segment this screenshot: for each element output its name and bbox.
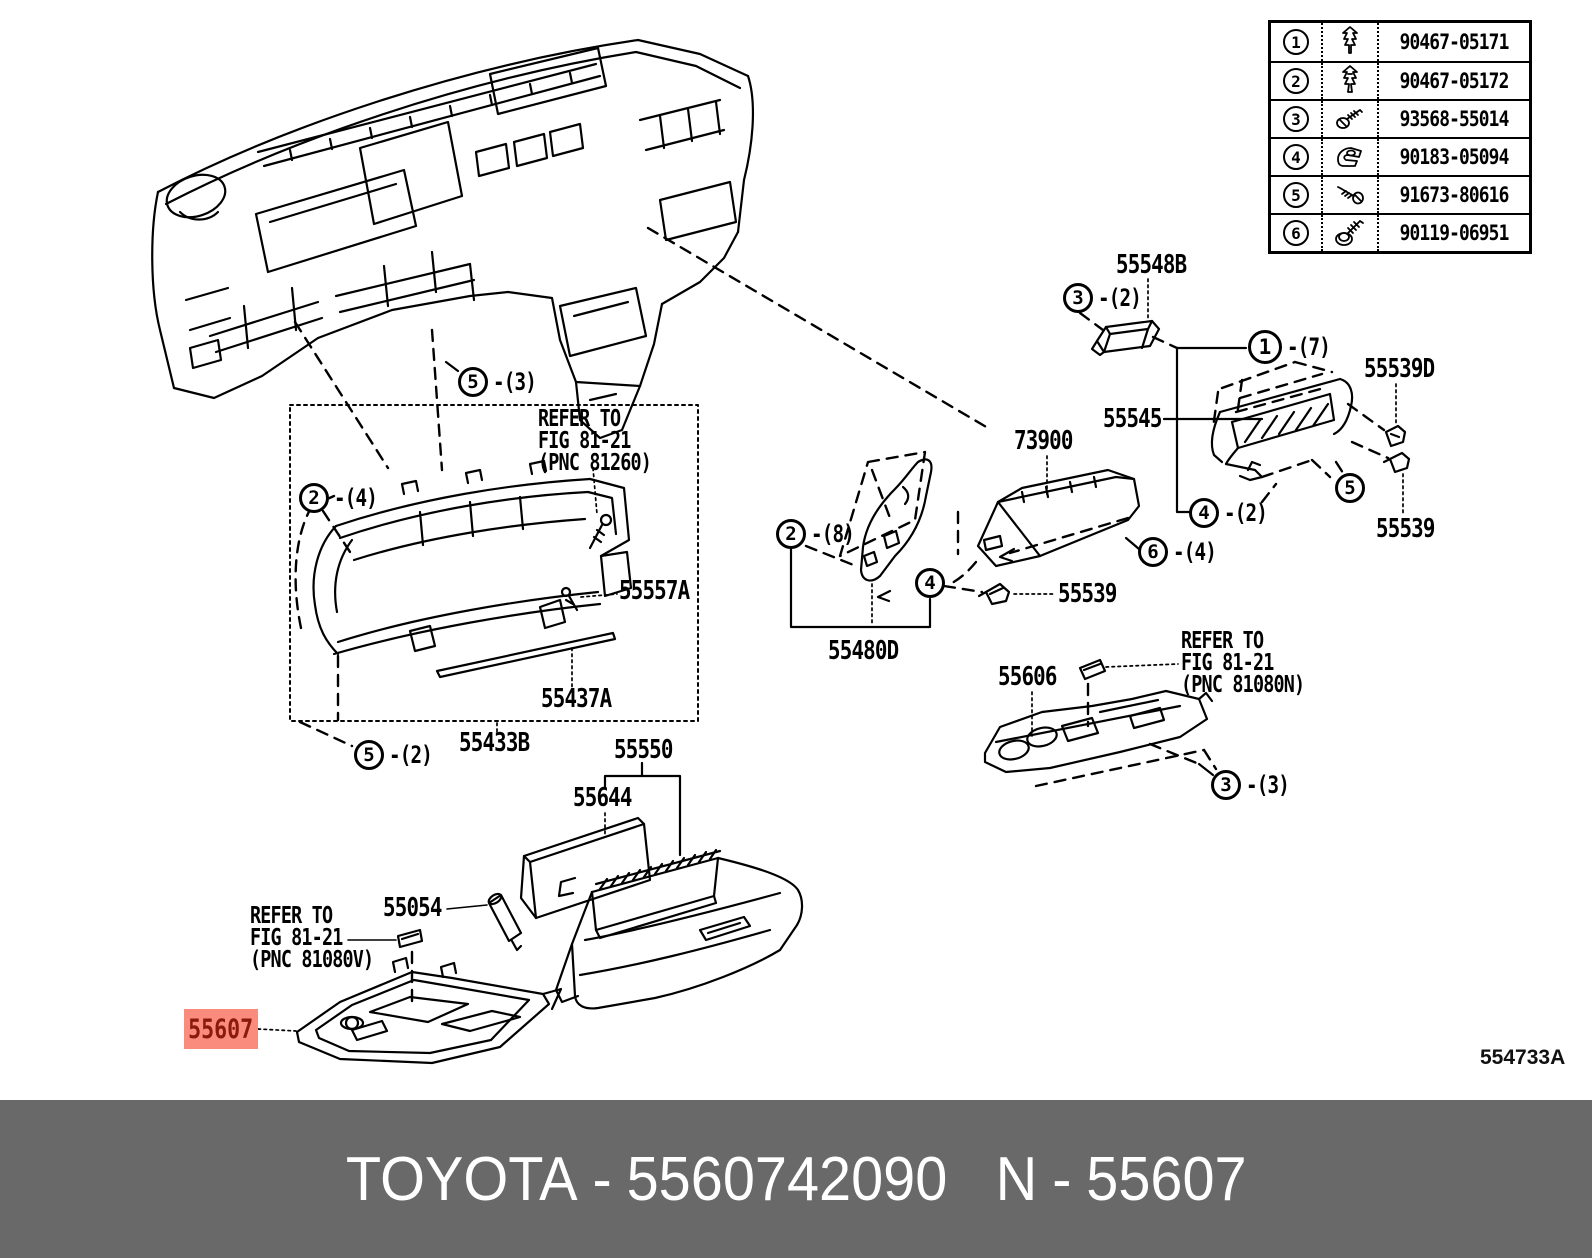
part-label-55539d[interactable]: 55539D [1364,354,1435,384]
seal-strip-55437A-drawing [435,631,617,679]
clip-55539-center-drawing [977,582,1011,606]
part-label-55480d[interactable]: 55480D [828,636,899,666]
fastener-index: 5 [1283,182,1309,208]
pad-55644-drawing [519,816,652,920]
dotted-leaders [257,278,1404,1032]
glove-box-door-drawing [554,848,804,1010]
fastener-row[interactable]: 1 90467-05171 [1271,23,1529,61]
part-label-55433b[interactable]: 55433B [459,728,530,758]
clip-55539D-drawing [1384,424,1407,448]
refer-note-81260: REFER TO FIG 81-21 (PNC 81260) [538,406,652,476]
diagram-art [151,38,1411,1065]
clip-81080n-drawing [1078,658,1107,681]
refer-note-81080v: REFER TO FIG 81-21 (PNC 81080V) [250,903,374,973]
instrument-panel-drawing [151,38,754,440]
screw-icon [1334,179,1366,211]
fastener-row[interactable]: 6 90119-06951 [1271,213,1529,251]
part-label-55550[interactable]: 55550 [614,735,673,765]
callout-5-box[interactable]: 5-(2) [354,740,443,770]
fastener-index: 2 [1283,68,1309,94]
part-label-55539-center[interactable]: 55539 [1058,579,1117,609]
footer-banner: TOYOTA-5560742090 N-55607 [0,1100,1592,1258]
clip-icon [1335,23,1365,61]
diagram-code: 554733A [1480,1046,1566,1069]
fastener-table: 1 90467-05171 2 90467-05172 3 93568-5501… [1268,20,1532,254]
detail-box-outline [289,404,699,722]
lower-panel-55607-drawing [295,956,563,1065]
callout-4-right[interactable]: 4-(2) [1189,498,1278,528]
part-label-55545[interactable]: 55545 [1103,404,1162,434]
part-label-55557a[interactable]: 55557A [619,576,690,606]
part-label-73900[interactable]: 73900 [1014,426,1073,456]
fastener-index: 6 [1283,220,1309,246]
callout-2-box[interactable]: 2-(4) [299,483,388,513]
fastener-index: 1 [1283,29,1309,55]
housing-55545-drawing [1210,360,1390,504]
bracket-55548B-drawing [1090,319,1161,357]
fastener-row[interactable]: 3 93568-55014 [1271,99,1529,137]
fastener-part-number: 90183-05094 [1399,145,1510,169]
part-label-55644[interactable]: 55644 [573,783,632,813]
clip-81080v-drawing [396,928,424,949]
fastener-row[interactable]: 2 90467-05172 [1271,61,1529,99]
bracket-lines [347,346,1264,941]
callout-1[interactable]: 1-(7) [1248,330,1341,364]
screw-icon [1334,101,1366,137]
exploded-view-dashed-lines [293,226,1218,1007]
callout-5-right[interactable]: 5 [1335,473,1370,503]
fastener-index: 3 [1283,106,1309,132]
highlighted-part-label-55607[interactable]: 55607 [184,1009,258,1049]
refer-note-81080n: REFER TO FIG 81-21 (PNC 81080N) [1181,628,1305,698]
part-label-55054[interactable]: 55054 [383,893,442,923]
cowl-trim-55480D-drawing [838,450,933,603]
damper-55054-drawing [487,892,523,952]
callout-6[interactable]: 6-(4) [1138,537,1227,567]
console-panel-73900-drawing [976,468,1141,568]
clip-icon [1335,62,1365,100]
fastener-part-number: 90119-06951 [1399,221,1510,245]
footer-part-id: TOYOTA-5560742090 N-55607 [345,1144,1247,1214]
fastener-index: 4 [1283,144,1309,170]
clip-55539-right-drawing [1382,451,1411,474]
callout-3-bottom[interactable]: 3-(3) [1211,770,1300,800]
part-label-55548b[interactable]: 55548B [1116,250,1187,280]
callout-2-center[interactable]: 2-(8) [776,519,865,549]
bolt-icon [1332,214,1368,252]
fastener-part-number: 90467-05172 [1399,69,1510,93]
callout-5-top[interactable]: 5-(3) [458,367,547,397]
part-label-55539-right[interactable]: 55539 [1376,514,1435,544]
fastener-part-number: 91673-80616 [1399,183,1510,207]
fastener-part-number: 90467-05171 [1399,30,1510,54]
under-cover-55606-drawing [983,689,1214,774]
callout-4-center[interactable]: 4 [915,568,950,598]
fastener-row[interactable]: 5 91673-80616 [1271,175,1529,213]
spring-nut-icon [1333,140,1367,174]
fastener-row[interactable]: 4 90183-05094 [1271,137,1529,175]
part-label-55606[interactable]: 55606 [998,662,1057,692]
part-label-55437a[interactable]: 55437A [541,684,612,714]
fastener-part-number: 93568-55014 [1399,107,1510,131]
callout-3-top[interactable]: 3-(2) [1063,283,1152,313]
